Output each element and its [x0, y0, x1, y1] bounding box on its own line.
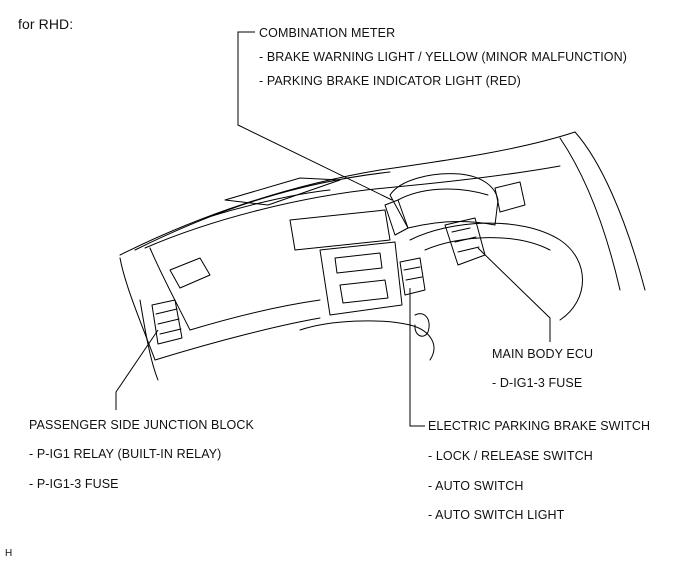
junction-block-leader [115, 329, 159, 410]
shift-knob [414, 313, 430, 337]
combination-meter-leader [237, 31, 393, 201]
lower-console [299, 320, 435, 361]
center-console [319, 241, 403, 316]
parking-brake-switch-title: ELECTRIC PARKING BRAKE SWITCH [428, 419, 651, 433]
main-body-ecu-ribs [451, 227, 480, 253]
junction-block-item: - P-IG1-3 FUSE [29, 477, 119, 491]
parking-brake-switch-lines [403, 266, 423, 281]
dash-crease [204, 189, 331, 219]
combination-meter-item: - PARKING BRAKE INDICATOR LIGHT (RED) [259, 74, 521, 88]
glovebox-line [189, 299, 321, 331]
audio-panel [334, 252, 383, 274]
side-vent-right [494, 181, 526, 213]
main-body-ecu-title: MAIN BODY ECU [492, 347, 594, 361]
windshield-edge [119, 131, 576, 256]
dash-lower-edge [154, 317, 321, 361]
meter-side [384, 199, 409, 236]
combination-meter-cluster [389, 173, 499, 229]
dash-left-side [119, 257, 156, 361]
figure-code: H [5, 548, 13, 559]
meter-hood [397, 188, 489, 201]
a-pillar-right [574, 131, 646, 291]
parking-brake-switch-body [399, 257, 426, 296]
side-vent-left [169, 257, 211, 289]
combination-meter-title: COMBINATION METER [259, 26, 396, 40]
parking-brake-switch-item: - AUTO SWITCH [428, 479, 524, 493]
defroster-vent [224, 177, 341, 206]
junction-block-title: PASSENGER SIDE JUNCTION BLOCK [29, 418, 254, 432]
main-body-ecu-leader [477, 247, 551, 342]
main-body-ecu-item: - D-IG1-3 FUSE [492, 376, 583, 390]
combination-meter-item: - BRAKE WARNING LIGHT / YELLOW (MINOR MA… [259, 50, 627, 64]
kick-panel [139, 299, 159, 381]
parking-brake-switch-leader [409, 288, 425, 427]
junction-block-ribs [155, 308, 182, 335]
junction-block-item: - P-IG1 RELAY (BUILT-IN RELAY) [29, 447, 222, 461]
parking-brake-switch-item: - AUTO SWITCH LIGHT [428, 508, 565, 522]
parking-brake-switch-item: - LOCK / RELEASE SWITCH [428, 449, 593, 463]
dash-left-face [149, 247, 191, 331]
a-pillar-right-inner [559, 137, 621, 291]
climate-panel [339, 279, 389, 304]
center-display [289, 209, 391, 251]
windshield-inner-edge [134, 171, 391, 251]
dash-top [144, 165, 561, 249]
junction-block [151, 299, 183, 345]
steering-wheel-rim [409, 222, 583, 321]
steering-wheel-inner [424, 237, 551, 251]
page-title: for RHD: [18, 16, 74, 32]
